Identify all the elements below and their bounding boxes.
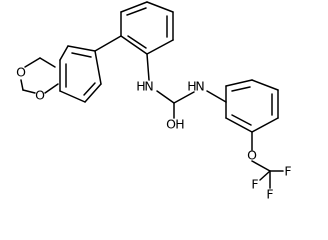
atom-label-hydrogen: H — [136, 79, 145, 94]
trifluoromethoxy-group — [251, 131, 284, 189]
atom-label-fluorine: F — [266, 187, 273, 202]
urea-linkage — [146, 53, 227, 119]
atom-label-hydrogen: H — [187, 79, 196, 94]
bond — [126, 7, 147, 16]
atom-label-oxygen: O — [166, 117, 176, 132]
phenylene-ring — [120, 1, 174, 55]
bond — [146, 1, 174, 13]
bond — [231, 114, 252, 126]
bond — [231, 86, 251, 92]
bond — [120, 1, 148, 13]
bond — [44, 83, 59, 94]
bond — [206, 90, 227, 103]
bond — [146, 39, 174, 55]
bond — [225, 79, 253, 87]
benzodioxole-benzene-ring — [59, 45, 102, 103]
atom-label-nitrogen: N — [144, 79, 153, 94]
bond — [22, 89, 36, 94]
molecule-canvas: O O N H N H O H O F F F — [16, 1, 292, 202]
bond — [94, 50, 102, 85]
atom-label-oxygen: O — [16, 65, 26, 80]
atom-label-nitrogen: N — [195, 79, 204, 94]
bond — [67, 45, 96, 52]
bond — [39, 57, 56, 68]
bond — [120, 35, 148, 55]
atom-labels: O O N H N H O H O F F F — [16, 65, 292, 202]
bond — [59, 45, 69, 61]
atom-label-fluorine: F — [284, 164, 291, 179]
para-phenylene-ring — [225, 79, 279, 133]
bond — [127, 35, 147, 49]
molecule-structure: O O N H N H O H O F F F — [16, 1, 292, 202]
bond — [20, 79, 24, 91]
atom-label-hydrogen: H — [175, 117, 184, 132]
bond — [71, 52, 92, 58]
bond — [24, 57, 41, 68]
bond — [146, 53, 150, 81]
atom-label-fluorine: F — [251, 177, 258, 192]
atom-label-oxygen: O — [35, 88, 45, 103]
bond — [251, 117, 279, 133]
biaryl-bond — [94, 35, 122, 52]
bond — [251, 160, 271, 172]
bond — [59, 90, 86, 103]
bond — [83, 82, 96, 96]
bond — [259, 170, 271, 181]
bond — [225, 117, 253, 133]
bond — [84, 83, 102, 103]
bond — [173, 91, 195, 104]
dioxole-ring — [20, 57, 59, 94]
bond — [156, 90, 175, 104]
bond — [251, 79, 279, 91]
atom-label-oxygen: O — [247, 148, 257, 163]
